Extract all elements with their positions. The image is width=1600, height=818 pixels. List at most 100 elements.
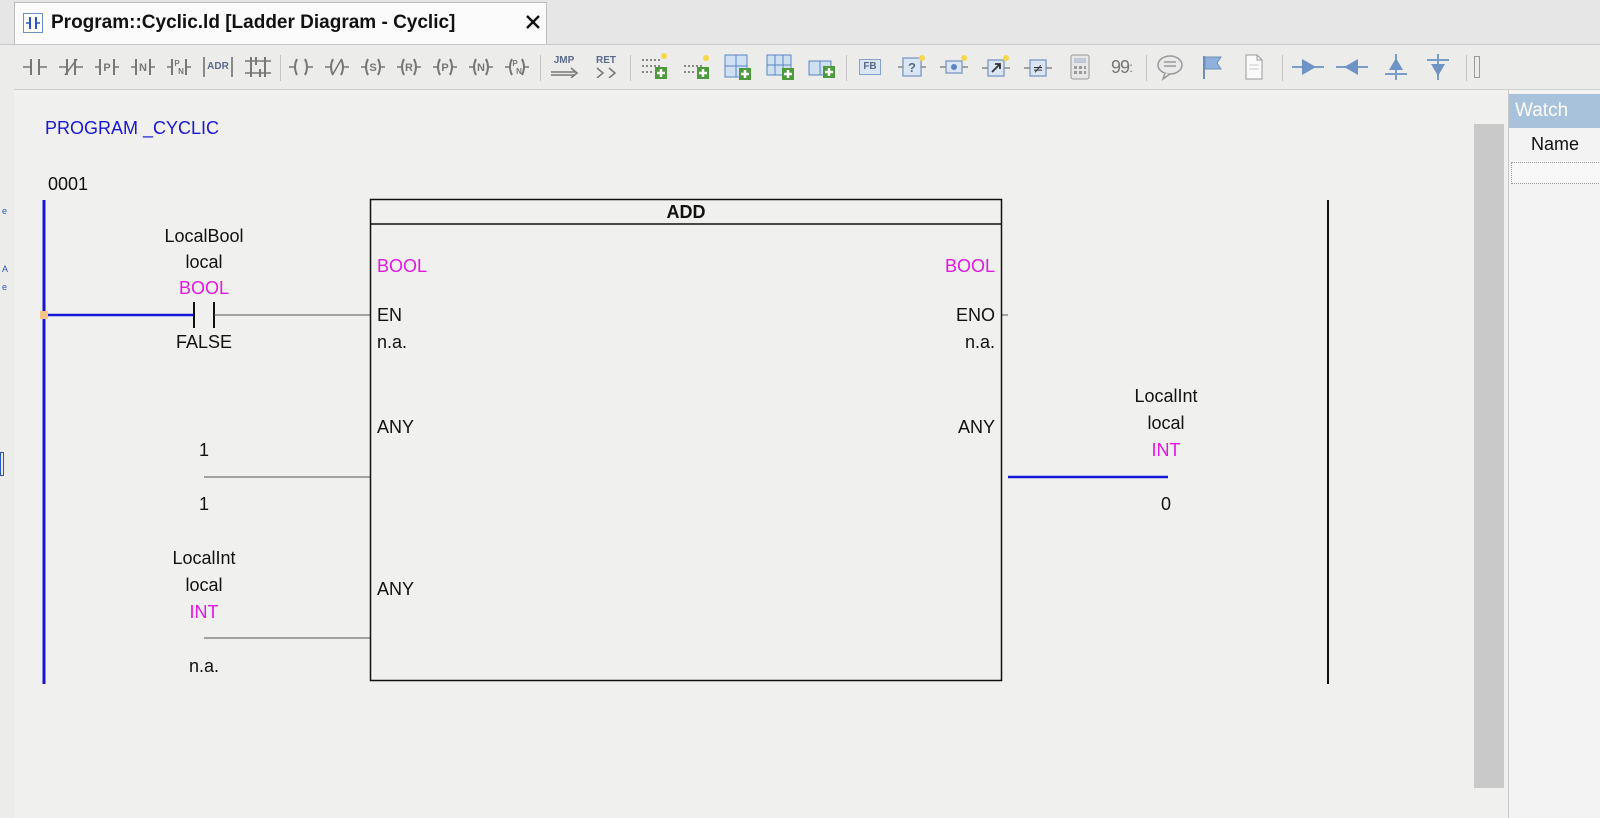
toolbar-separator bbox=[540, 55, 541, 81]
insert-rung-after-icon[interactable] bbox=[636, 51, 672, 83]
output-variable-value: 0 bbox=[1160, 494, 1172, 514]
in2-type: ANY bbox=[377, 579, 415, 599]
ladder-contact-icon bbox=[23, 13, 43, 33]
insert-rung-before-icon[interactable] bbox=[678, 51, 714, 83]
contact-variable-scope: local bbox=[185, 252, 223, 272]
coil-negated-icon[interactable] bbox=[322, 51, 352, 83]
contact-variable-name[interactable]: LocalBool bbox=[164, 226, 244, 246]
input1-value: 1 bbox=[198, 494, 210, 514]
arrow-right-icon[interactable] bbox=[1288, 51, 1328, 83]
left-dock-edge: e A e bbox=[0, 0, 15, 818]
tab-cyclic-ld[interactable]: Program::Cyclic.ld [Ladder Diagram - Cyc… bbox=[14, 2, 547, 44]
contact-variable-value: FALSE bbox=[175, 332, 233, 352]
en-value: n.a. bbox=[377, 332, 408, 352]
input2-variable-name[interactable]: LocalInt bbox=[172, 548, 236, 568]
unknown-block-icon[interactable]: ? bbox=[894, 51, 930, 83]
watch-panel-title[interactable]: Watch bbox=[1509, 94, 1600, 128]
arrow-left-icon[interactable] bbox=[1332, 51, 1372, 83]
output-variable-scope: local bbox=[1147, 413, 1185, 433]
left-edge-glyph: A bbox=[2, 264, 9, 274]
svg-text:N: N bbox=[516, 67, 522, 76]
close-icon[interactable] bbox=[522, 11, 544, 33]
insert-column-icon[interactable] bbox=[720, 51, 756, 83]
toolbar-separator bbox=[1282, 55, 1283, 81]
watch-row[interactable] bbox=[1511, 162, 1600, 184]
coil-set-icon[interactable]: S bbox=[358, 51, 388, 83]
jump-label: JMP bbox=[553, 55, 575, 66]
left-edge-selection bbox=[0, 452, 4, 476]
out-type: ANY bbox=[957, 417, 995, 437]
toolbar-separator bbox=[630, 55, 631, 81]
coil-p-icon[interactable]: P bbox=[430, 51, 460, 83]
svg-text:N: N bbox=[477, 62, 485, 74]
ladder-editor[interactable]: PROGRAM _CYCLIC 0001 LocalBool local BOO… bbox=[14, 90, 1474, 818]
watch-name-column-header[interactable]: Name bbox=[1531, 134, 1580, 154]
parallel-branch-icon[interactable] bbox=[242, 51, 274, 83]
flag-icon[interactable] bbox=[1194, 51, 1230, 83]
assign-icon[interactable] bbox=[978, 51, 1014, 83]
add-block-title[interactable]: ADD bbox=[666, 202, 706, 222]
function-block-icon[interactable]: FB bbox=[852, 51, 888, 83]
input2-variable-value: n.a. bbox=[188, 656, 220, 676]
eno-type: BOOL bbox=[944, 256, 995, 276]
coil-icon[interactable] bbox=[286, 51, 316, 83]
address-label: ADR bbox=[207, 61, 229, 72]
tab-strip: Program::Cyclic.ld [Ladder Diagram - Cyc… bbox=[0, 0, 1600, 45]
svg-text:R: R bbox=[405, 62, 413, 74]
toolbar-separator bbox=[1146, 55, 1147, 81]
contact-p-icon[interactable]: P bbox=[92, 51, 122, 83]
toolbar-overflow[interactable] bbox=[1470, 51, 1484, 83]
comment-icon[interactable] bbox=[1152, 51, 1188, 83]
svg-text:N: N bbox=[139, 62, 147, 74]
connect-icon[interactable] bbox=[936, 51, 972, 83]
contact-nc-icon[interactable] bbox=[56, 51, 86, 83]
insert-cell-icon[interactable] bbox=[804, 51, 840, 83]
ladder-wiring bbox=[40, 198, 1329, 684]
input1-name[interactable]: 1 bbox=[198, 440, 210, 460]
eno-pin: ENO bbox=[955, 305, 995, 325]
svg-text:P: P bbox=[103, 62, 110, 74]
document-icon[interactable] bbox=[1236, 51, 1272, 83]
counter-icon[interactable]: 99: bbox=[1111, 56, 1133, 77]
en-pin: EN bbox=[377, 305, 403, 325]
output-variable-type: INT bbox=[1151, 440, 1181, 460]
arrow-down-icon[interactable] bbox=[1418, 51, 1458, 83]
tab-title: Program::Cyclic.ld [Ladder Diagram - Cyc… bbox=[51, 12, 456, 33]
svg-text:P: P bbox=[441, 62, 448, 74]
left-edge-glyph: e bbox=[2, 206, 8, 216]
toolbar-separator bbox=[280, 55, 281, 81]
compare-icon[interactable]: ≠ bbox=[1020, 51, 1056, 83]
svg-text:S: S bbox=[369, 62, 376, 74]
counter-label: 99 bbox=[1111, 56, 1130, 77]
insert-row-icon[interactable] bbox=[762, 51, 798, 83]
jump-icon[interactable]: JMP bbox=[546, 51, 582, 83]
en-type: BOOL bbox=[377, 256, 428, 276]
fb-label: FB bbox=[863, 61, 877, 72]
add-block bbox=[369, 198, 1003, 682]
return-icon[interactable]: RET bbox=[588, 51, 624, 83]
program-title: PROGRAM _CYCLIC bbox=[45, 118, 220, 138]
contact-n-icon[interactable]: N bbox=[128, 51, 158, 83]
eno-value: n.a. bbox=[964, 332, 995, 352]
arrow-up-icon[interactable] bbox=[1376, 51, 1416, 83]
toolbar-separator bbox=[1466, 55, 1467, 81]
contact-variable-type: BOOL bbox=[178, 278, 230, 298]
output-variable-name[interactable]: LocalInt bbox=[1134, 386, 1198, 406]
return-label: RET bbox=[596, 55, 616, 66]
calculator-icon[interactable] bbox=[1062, 51, 1098, 83]
coil-reset-icon[interactable]: R bbox=[394, 51, 424, 83]
coil-n-icon[interactable]: N bbox=[466, 51, 496, 83]
svg-text:≠: ≠ bbox=[1033, 62, 1044, 77]
svg-text:?: ? bbox=[908, 60, 916, 75]
svg-text:P: P bbox=[512, 59, 518, 68]
contact-no-icon[interactable] bbox=[20, 51, 50, 83]
editor-vertical-scrollbar[interactable] bbox=[1474, 90, 1504, 818]
address-contact-icon[interactable]: ADR bbox=[200, 51, 236, 83]
rung-connection-point bbox=[40, 311, 48, 319]
svg-text:P: P bbox=[174, 59, 180, 68]
scrollbar-thumb[interactable] bbox=[1474, 124, 1504, 788]
in1-type: ANY bbox=[377, 417, 415, 437]
